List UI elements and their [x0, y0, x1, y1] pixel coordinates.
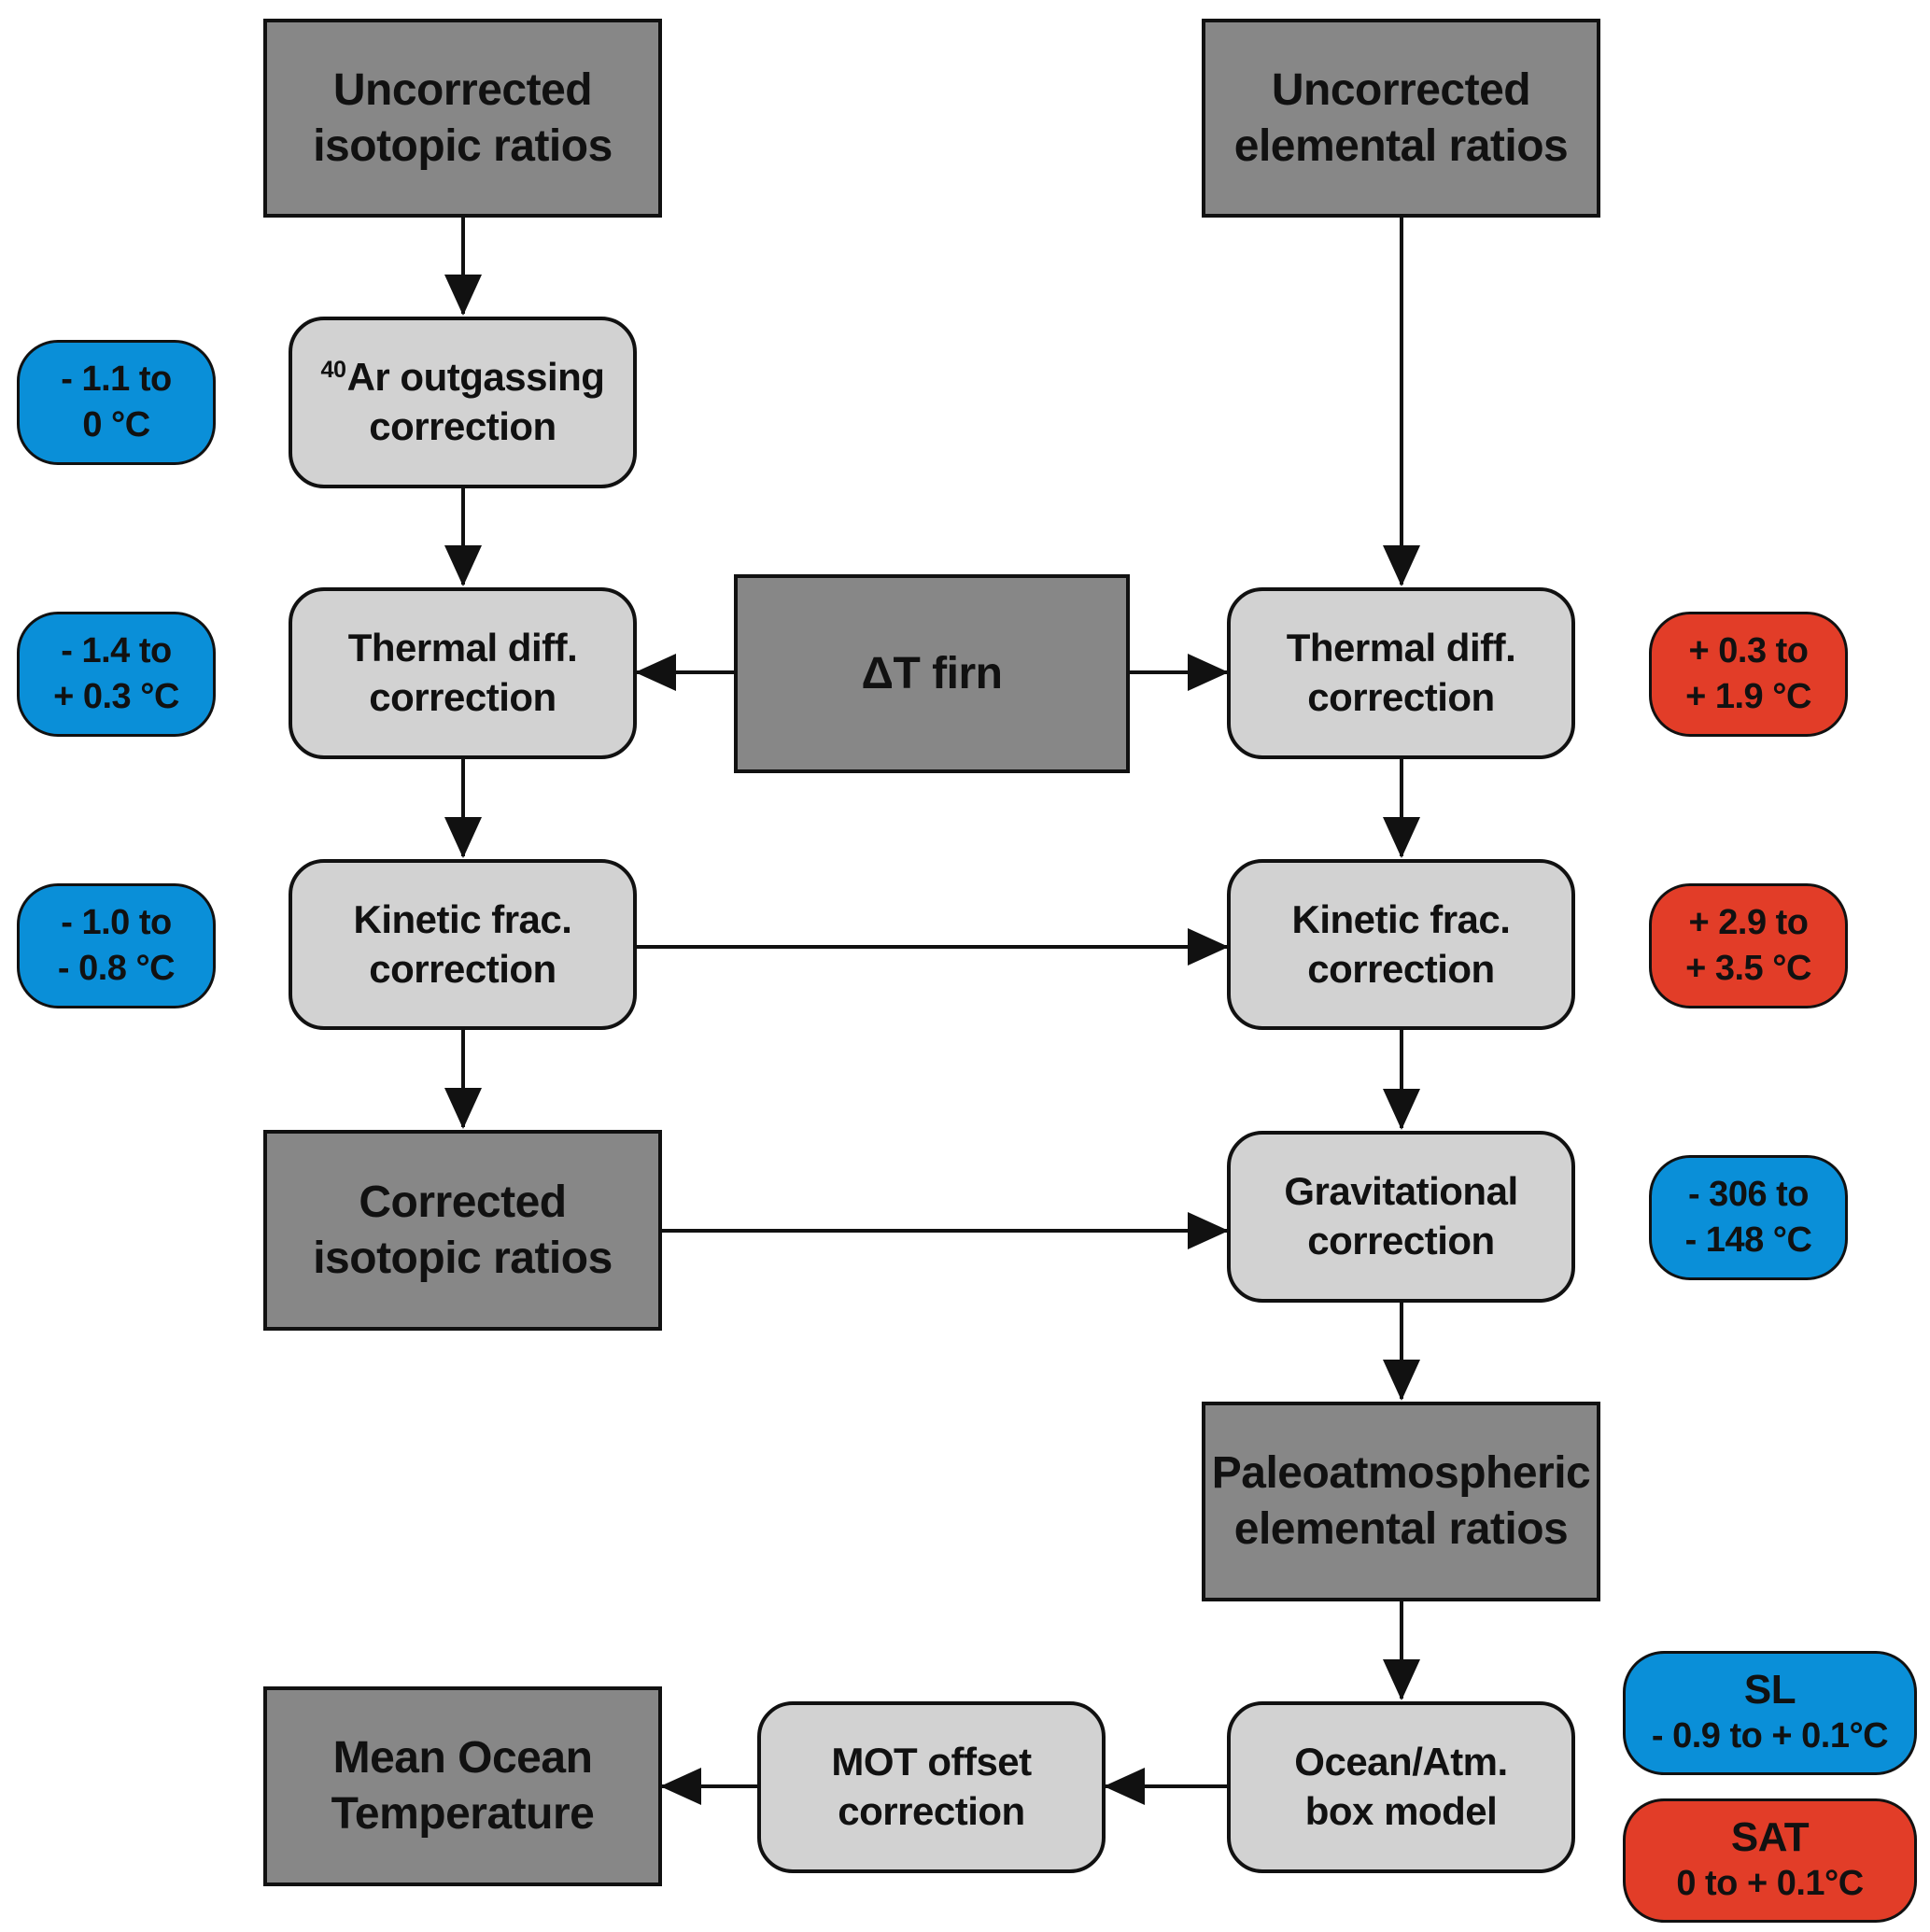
box-label-line: MOT offset — [831, 1740, 1032, 1784]
thermal-diff-correction-right-box: Thermal diff. correction — [1227, 587, 1575, 759]
box-label-line: Ocean/Atm. — [1294, 1740, 1508, 1784]
box-label-line: elemental ratios — [1233, 1504, 1569, 1554]
ar-outgassing-range-pill: - 1.1 to 0 °C — [17, 340, 216, 465]
box-label-line: ΔT firn — [861, 648, 1003, 698]
uncorrected-isotopic-ratios-box: Uncorrected isotopic ratios — [263, 19, 662, 218]
kinetic-frac-correction-left-box: Kinetic frac. correction — [289, 859, 637, 1030]
pill-line: - 1.0 to — [61, 902, 172, 942]
box-label-line: Kinetic frac. — [1291, 896, 1511, 941]
thermal-right-range-pill: + 0.3 to + 1.9 °C — [1649, 612, 1848, 737]
mean-ocean-temperature-box: Mean Ocean Temperature — [263, 1686, 662, 1886]
pill-line: + 2.9 to — [1688, 902, 1810, 942]
ocean-atm-box-model-box: Ocean/Atm. box model — [1227, 1701, 1575, 1873]
uncorrected-elemental-ratios-box: Uncorrected elemental ratios — [1202, 19, 1600, 218]
box-label-line: Paleoatmospheric — [1211, 1448, 1591, 1499]
gravitational-correction-box: Gravitational correction — [1227, 1131, 1575, 1303]
box-label-line: correction — [369, 675, 556, 719]
gravitational-range-pill: - 306 to - 148 °C — [1649, 1155, 1848, 1280]
pill-line: + 1.9 °C — [1685, 677, 1811, 716]
sat-label: SAT — [1730, 1813, 1810, 1860]
box-label-line: 40Ar outgassing — [321, 353, 605, 402]
paleoatmospheric-elemental-ratios-box: Paleoatmospheric elemental ratios — [1202, 1402, 1600, 1601]
box-label-line: box model — [1304, 1789, 1498, 1833]
thermal-diff-correction-left-box: Thermal diff. correction — [289, 587, 637, 759]
box-label-line: correction — [369, 404, 556, 448]
pill-line: 0 to + 0.1°C — [1676, 1864, 1864, 1904]
delta-t-firn-box: ΔT firn — [734, 574, 1130, 773]
pill-line: - 0.9 to + 0.1°C — [1651, 1716, 1889, 1756]
pill-line: - 1.1 to — [61, 359, 172, 399]
corrected-isotopic-ratios-box: Corrected isotopic ratios — [263, 1130, 662, 1331]
mot-offset-correction-box: MOT offset correction — [757, 1701, 1106, 1873]
box-label-line: Thermal diff. — [1286, 626, 1516, 670]
box-label-line: correction — [1307, 675, 1495, 719]
box-label-line: Kinetic frac. — [353, 896, 572, 941]
pill-line: + 0.3 to — [1688, 630, 1810, 670]
box-label-line: Mean Ocean — [332, 1733, 593, 1784]
box-label-line: elemental ratios — [1233, 120, 1569, 171]
ar-outgassing-label: Ar outgassing — [346, 355, 605, 400]
box-label-line: Uncorrected — [332, 64, 593, 115]
pill-line: - 306 to — [1687, 1174, 1810, 1214]
isotope-superscript: 40 — [320, 357, 347, 384]
box-label-line: Uncorrected — [1271, 64, 1531, 115]
box-label-line: correction — [369, 946, 556, 991]
pill-line: - 1.4 to — [61, 630, 172, 670]
box-label-line: Temperature — [331, 1789, 595, 1839]
pill-line: - 148 °C — [1684, 1220, 1812, 1260]
box-label-line: isotopic ratios — [313, 120, 613, 171]
box-label-line: isotopic ratios — [313, 1233, 613, 1283]
sl-range-pill: SL - 0.9 to + 0.1°C — [1623, 1651, 1917, 1775]
kinetic-left-range-pill: - 1.0 to - 0.8 °C — [17, 883, 216, 1008]
pill-line: - 0.8 °C — [57, 949, 176, 988]
box-label-line: correction — [838, 1789, 1025, 1833]
box-label-line: correction — [1307, 1219, 1495, 1262]
pill-line: 0 °C — [82, 405, 150, 444]
sl-label: SL — [1743, 1666, 1796, 1713]
box-label-line: correction — [1307, 946, 1495, 991]
kinetic-frac-correction-right-box: Kinetic frac. correction — [1227, 859, 1575, 1030]
thermal-left-range-pill: - 1.4 to + 0.3 °C — [17, 612, 216, 737]
box-label-line: Thermal diff. — [347, 626, 578, 670]
kinetic-right-range-pill: + 2.9 to + 3.5 °C — [1649, 883, 1848, 1008]
ar-outgassing-correction-box: 40Ar outgassing correction — [289, 317, 637, 488]
pill-line: + 0.3 °C — [53, 677, 179, 716]
pill-line: + 3.5 °C — [1685, 949, 1811, 988]
box-label-line: Gravitational — [1284, 1169, 1518, 1214]
sat-range-pill: SAT 0 to + 0.1°C — [1623, 1798, 1917, 1923]
box-label-line: Corrected — [359, 1177, 567, 1227]
